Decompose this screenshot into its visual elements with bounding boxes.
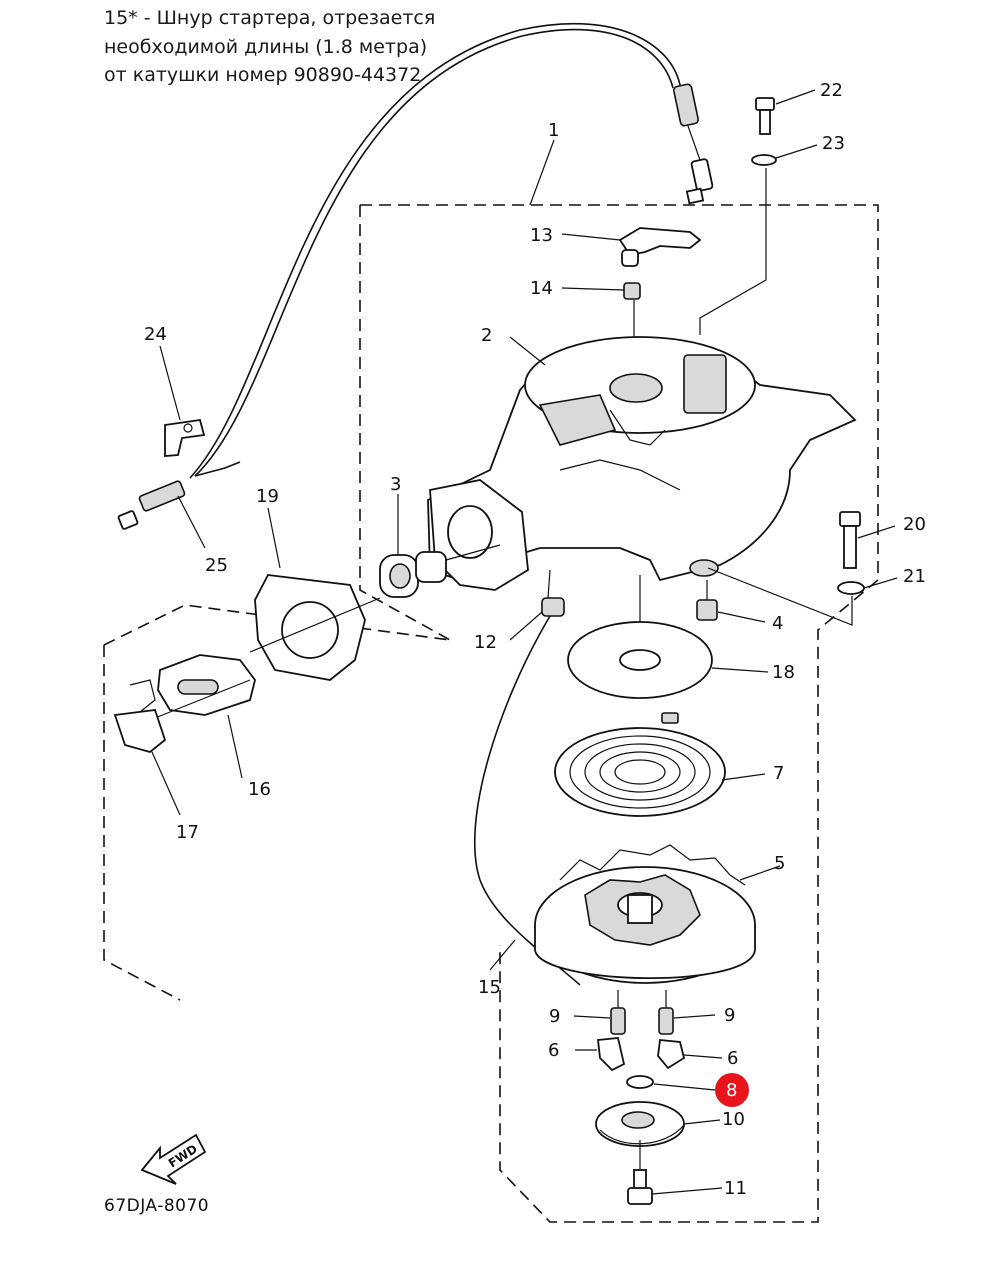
nut-4 xyxy=(696,599,718,621)
callout-5: 5 xyxy=(774,853,785,874)
callout-20: 20 xyxy=(903,514,926,535)
cable-bracket xyxy=(164,418,206,457)
callout-25: 25 xyxy=(205,555,228,576)
rope-through-grip xyxy=(149,679,251,721)
washer-23 xyxy=(751,154,777,166)
bolt-22-axis xyxy=(699,168,767,335)
callout-19: 19 xyxy=(256,486,279,507)
spring-9-right xyxy=(658,1007,674,1035)
highlight-circle xyxy=(715,1073,749,1107)
rope-end-axis xyxy=(547,569,551,599)
case-ribs xyxy=(609,409,666,446)
case-ribs-2 xyxy=(559,459,681,491)
callout-22: 22 xyxy=(820,80,843,101)
callout-14: 14 xyxy=(530,278,553,299)
cord-guide-hole xyxy=(447,505,493,559)
callout-2: 2 xyxy=(481,325,492,346)
bolt-20 xyxy=(839,511,861,527)
callout-21: 21 xyxy=(903,566,926,587)
callout-1: 1 xyxy=(548,120,559,141)
clip-17 xyxy=(113,709,167,753)
pawl-6-right xyxy=(657,1039,686,1070)
cable-end-tip xyxy=(117,510,139,530)
callout-24: 24 xyxy=(144,324,167,345)
case-boss xyxy=(689,559,719,577)
cable-spring xyxy=(690,158,714,192)
clip-17-hook xyxy=(129,679,156,713)
cable-nut xyxy=(138,480,186,512)
callout-8: 8 xyxy=(726,1080,737,1101)
grommet-3-hole xyxy=(389,563,411,589)
callout-13: 13 xyxy=(530,225,553,246)
callout-6-right: 6 xyxy=(727,1048,738,1069)
callout-6-left: 6 xyxy=(548,1040,559,1061)
callout-16: 16 xyxy=(248,779,271,800)
callout-17: 17 xyxy=(176,822,199,843)
note-text: 15* - Шнур стартера, отрезается необходи… xyxy=(104,4,524,90)
plate-18-hole xyxy=(619,649,661,671)
callout-4: 4 xyxy=(772,613,783,634)
case-panel xyxy=(538,394,617,446)
drive-plate-10 xyxy=(595,1101,685,1147)
bolt-11 xyxy=(627,1169,653,1205)
note-line-2: необходимой длины (1.8 метра) xyxy=(104,35,428,58)
callout-8-highlight: 8 xyxy=(715,1073,749,1107)
rope-to-handle xyxy=(249,597,381,653)
note-line-3: от катушки номер 90890-44372 xyxy=(104,64,422,86)
assembly-boundary xyxy=(359,204,879,1223)
callout-9-left: 9 xyxy=(549,1006,560,1027)
washer-21 xyxy=(837,581,865,595)
spiral-spring-7 xyxy=(554,712,726,817)
callout-10: 10 xyxy=(722,1109,745,1130)
case-center-hole xyxy=(609,373,663,403)
note-line-1: 15* - Шнур стартера, отрезается xyxy=(104,7,436,29)
callout-15: 15 xyxy=(478,977,501,998)
cable-fitting-top xyxy=(672,83,700,127)
rope-line xyxy=(445,544,501,561)
spring-9-left xyxy=(610,1007,626,1035)
bolt-20-shank xyxy=(843,525,857,569)
grip-slot xyxy=(177,679,219,695)
callout-7: 7 xyxy=(773,763,784,784)
callout-23: 23 xyxy=(822,133,845,154)
pawl-6-left xyxy=(597,1037,626,1072)
fwd-arrow-icon: FWD xyxy=(140,1133,207,1185)
throttle-cable-inner xyxy=(194,28,674,477)
throttle-cable xyxy=(189,22,681,479)
spring-14 xyxy=(623,282,641,300)
leader-lines xyxy=(151,89,898,1195)
callout-9-right: 9 xyxy=(724,1005,735,1026)
cable-clip xyxy=(685,187,705,205)
grommet-3-neck xyxy=(415,551,447,583)
callout-18: 18 xyxy=(772,662,795,683)
diagram-code: 67DJA-8070 xyxy=(104,1196,210,1216)
cable-lower-end xyxy=(194,461,241,477)
bracket-hole xyxy=(183,423,193,433)
reel-5 xyxy=(534,844,756,984)
cable-link xyxy=(687,125,701,161)
callout-12: 12 xyxy=(474,632,497,653)
handle-cover-hole xyxy=(281,601,339,659)
bolt-22 xyxy=(755,97,775,111)
circlip-8 xyxy=(626,1075,654,1089)
case-window xyxy=(683,354,727,414)
lever-13-boss xyxy=(621,249,639,267)
rope-end-12 xyxy=(541,597,565,617)
callout-11: 11 xyxy=(724,1178,747,1199)
callout-3: 3 xyxy=(390,474,401,495)
bolt-20-axis xyxy=(707,567,853,626)
bolt-22-shank xyxy=(759,109,771,135)
